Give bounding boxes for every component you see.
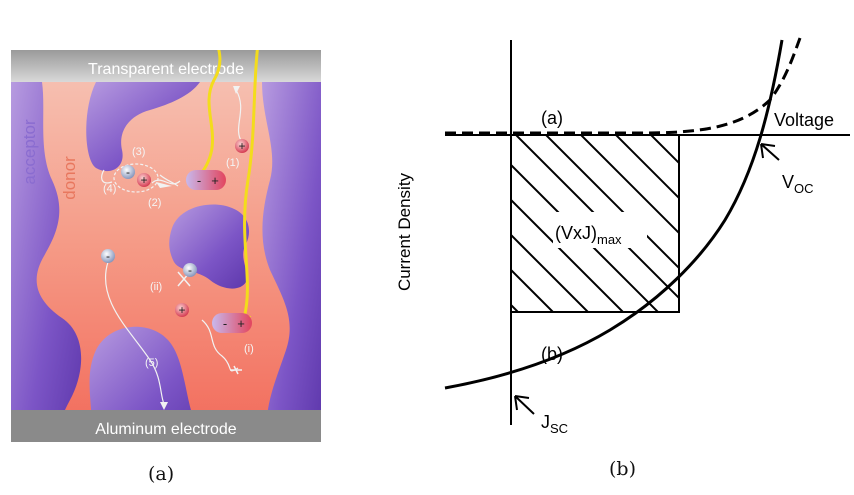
panel-a-device: Transparent electrode Aluminum electrode… (11, 50, 321, 442)
step3-arrow (156, 182, 172, 188)
illuminated-curve-b (444, 39, 784, 390)
electron-ii (183, 263, 197, 277)
hole-free (235, 139, 249, 153)
jsc-arrow (514, 395, 535, 415)
curve-b-label: (b) (541, 344, 563, 364)
transparent-electrode-label: Transparent electrode (88, 61, 244, 78)
step-label-1: (1) (226, 157, 239, 169)
jsc-label: JSC (541, 412, 568, 436)
current-density-label: Current Density (395, 172, 414, 291)
acceptor-domain-left (11, 82, 82, 442)
light-ray-2 (242, 50, 259, 319)
step-label-3: (3) (132, 146, 145, 158)
exciton-1 (186, 170, 226, 190)
hole-ii-sign: + (178, 303, 185, 317)
exciton-i-plus: + (237, 316, 245, 331)
transparent-electrode (11, 50, 321, 82)
step-label-2: (2) (148, 197, 161, 209)
panel-b-jv-diagram: (a) (b) Voltage Current Density (VxJ)max… (395, 37, 850, 436)
caption-a: (a) (148, 463, 175, 485)
electron-ct-sign: - (126, 165, 130, 179)
electron-free-sign: - (106, 249, 110, 263)
light-ray-1 (198, 50, 222, 176)
electron-collection-arrowhead (160, 402, 168, 410)
caption-b: (b) (609, 458, 636, 480)
hole-ct-sign: + (140, 173, 147, 187)
hole-free-sign: + (238, 139, 245, 153)
max-power-label: (VxJ)max (555, 223, 622, 247)
max-power-label-bg (553, 212, 647, 248)
exciton-1-plus: + (211, 173, 219, 188)
dark-curve-a (445, 37, 802, 135)
recombination-mark-i (230, 365, 242, 375)
curve-a-label: (a) (541, 108, 563, 128)
exciton-1-minus: - (197, 173, 201, 188)
exciton-i (212, 313, 252, 333)
voltage-label: Voltage (774, 110, 834, 130)
donor-label: donor (60, 156, 79, 200)
step-label-i: (i) (244, 343, 254, 355)
acceptor-label: acceptor (20, 119, 39, 185)
hole-collection-arrowhead (233, 86, 240, 94)
voc-label: VOC (782, 172, 814, 196)
acceptor-domain-top-middle (86, 82, 200, 172)
acceptor-domain-right (262, 82, 321, 442)
voc-arrow (760, 143, 780, 161)
electron-ct (121, 165, 135, 179)
aluminum-electrode (11, 410, 321, 442)
hole-ct (137, 173, 151, 187)
electron-ii-sign: - (188, 263, 192, 277)
exciton-i-minus: - (223, 316, 227, 331)
electron-free (101, 249, 115, 263)
carrier-paths (101, 89, 243, 405)
step-label-ii: (ii) (150, 281, 162, 293)
aluminum-electrode-label: Aluminum electrode (95, 421, 237, 438)
charge-transfer-ring (113, 163, 159, 193)
step-label-4: (4) (103, 183, 116, 195)
hole-ii (175, 303, 189, 317)
step-label-5: (5) (145, 357, 158, 369)
